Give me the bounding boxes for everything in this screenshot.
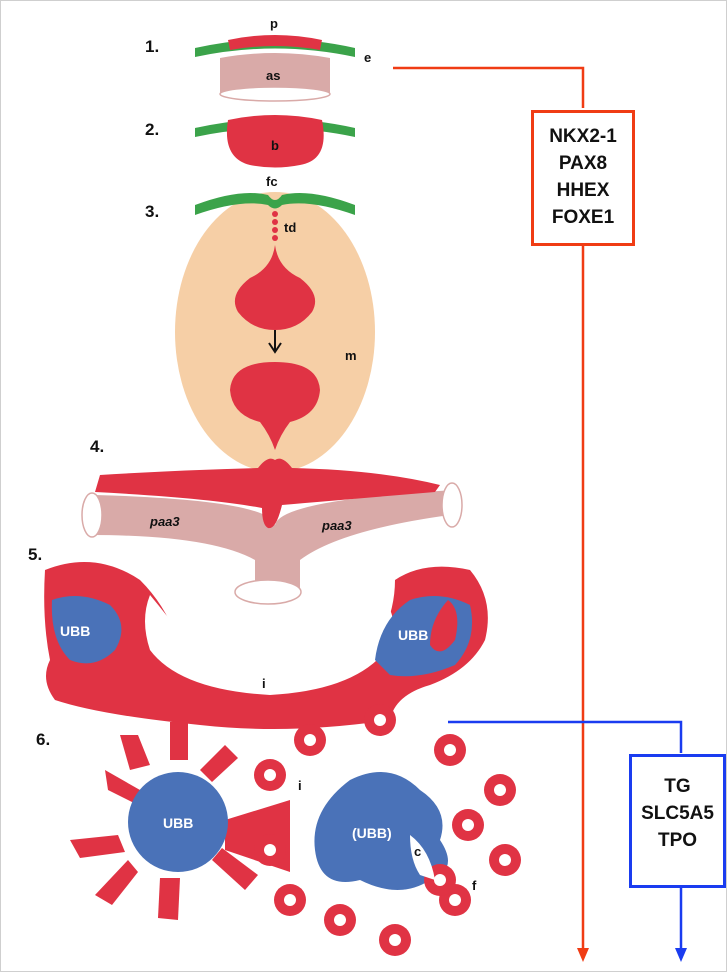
label-paa3-left: paa3 xyxy=(149,514,180,529)
label-c: c xyxy=(414,844,421,859)
step-label: 2. xyxy=(145,120,159,139)
label-ubb6b: (UBB) xyxy=(352,825,392,841)
gene-label: SLC5A5 xyxy=(632,800,723,827)
gene-label: NKX2-1 xyxy=(534,123,632,150)
step-label: 6. xyxy=(36,730,50,749)
label-p: p xyxy=(270,16,278,31)
label-td: td xyxy=(284,220,296,235)
duct-dot xyxy=(272,211,278,217)
gene-label: TPO xyxy=(632,827,723,854)
red-arrowhead xyxy=(577,948,589,962)
label-i5: i xyxy=(262,676,266,691)
paa3-left-end xyxy=(82,493,102,537)
label-ubb-left: UBB xyxy=(60,623,90,639)
label-m: m xyxy=(345,348,357,363)
label-b: b xyxy=(271,138,279,153)
label-as: as xyxy=(266,68,280,83)
label-e: e xyxy=(364,50,371,65)
gene-box-late: TG SLC5A5 TPO xyxy=(629,754,726,888)
label-fc: fc xyxy=(266,174,278,189)
paa3-bottom-end xyxy=(235,580,301,604)
label-ubb-right: UBB xyxy=(398,627,428,643)
step-label: 3. xyxy=(145,202,159,221)
stage1-as-base xyxy=(220,87,330,101)
gene-label: HHEX xyxy=(534,177,632,204)
step-label: 1. xyxy=(145,37,159,56)
gene-label: FOXE1 xyxy=(534,204,632,231)
step-label: 4. xyxy=(90,437,104,456)
paa3-right-end xyxy=(442,483,462,527)
blue-connector xyxy=(448,722,681,753)
label-i6: i xyxy=(298,778,302,793)
duct-dot xyxy=(272,219,278,225)
gene-label: TG xyxy=(632,773,723,800)
label-ubb6: UBB xyxy=(163,815,193,831)
gene-box-early: NKX2-1 PAX8 HHEX FOXE1 xyxy=(531,110,635,246)
step-label: 5. xyxy=(28,545,42,564)
blue-arrowhead xyxy=(675,948,687,962)
red-connector xyxy=(393,68,583,108)
label-paa3-right: paa3 xyxy=(321,518,352,533)
duct-dot xyxy=(272,227,278,233)
label-f: f xyxy=(472,878,477,893)
gene-label: PAX8 xyxy=(534,150,632,177)
duct-dot xyxy=(272,235,278,241)
